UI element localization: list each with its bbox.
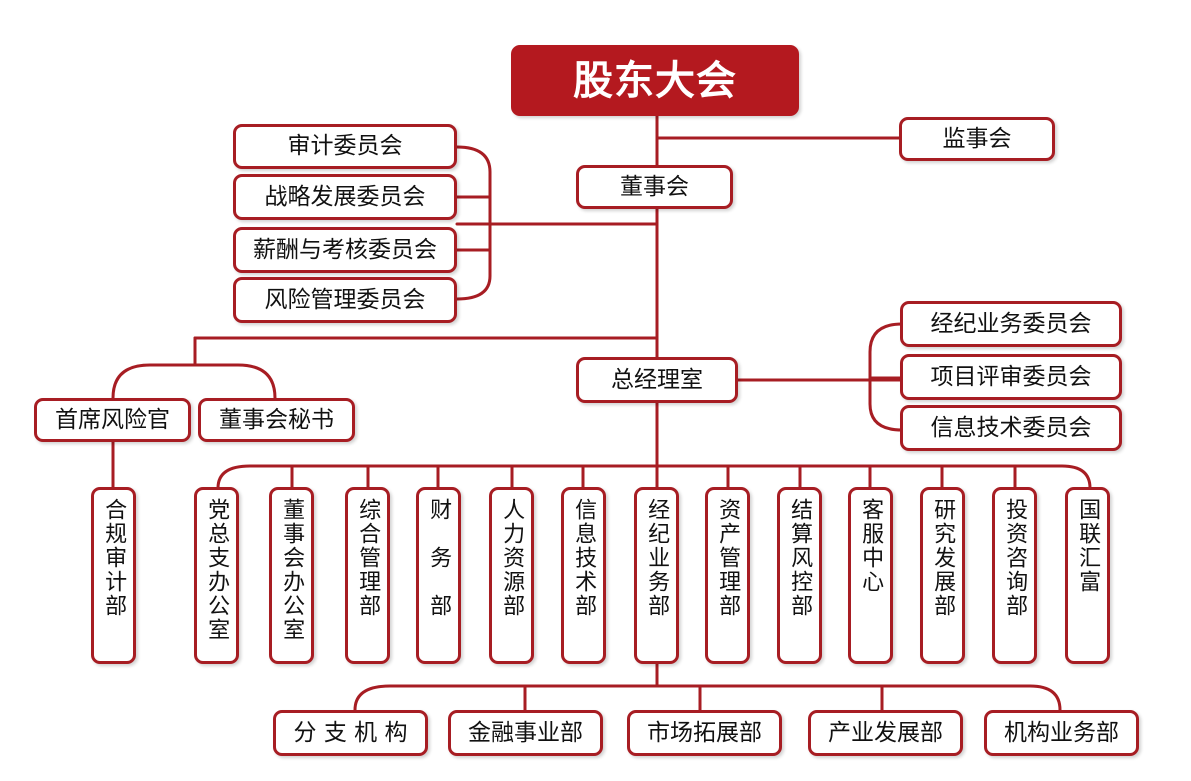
compliance-audit-dept-box: 合规审计部 [91,487,136,664]
it-dept-box: 信息技术部 [561,487,606,664]
dept-label: 综合管理部 [355,498,381,618]
dept-label: 国联汇富 [1075,498,1101,594]
dept-label: 信息技术部 [571,498,597,618]
finance-dept-box: 财 务 部 [416,487,461,664]
audit-committee-box: 审计委员会 [233,124,457,169]
market-expansion-dept-box: 市场拓展部 [627,710,782,756]
asset-management-dept-box: 资产管理部 [705,487,750,664]
branches-box: 分 支 机 构 [273,710,428,756]
it-committee-box: 信息技术委员会 [900,405,1122,451]
general-management-dept-box: 综合管理部 [345,487,390,664]
risk-committee-box: 风险管理委员会 [233,277,457,323]
shareholders-meeting-box: 股东大会 [511,45,799,116]
board-secretary-box: 董事会秘书 [198,398,355,442]
dept-label: 人力资源部 [499,498,525,618]
dept-label: 经纪业务部 [644,498,670,618]
dept-label: 研究发展部 [930,498,956,618]
dept-label: 合规审计部 [101,498,127,618]
project-review-committee-box: 项目评审委员会 [900,354,1122,400]
settlement-risk-dept-box: 结算风控部 [777,487,822,664]
supervisory-board-box: 监事会 [899,117,1055,161]
hr-dept-box: 人力资源部 [489,487,534,664]
chief-risk-officer-box: 首席风险官 [34,398,191,442]
research-dept-box: 研究发展部 [920,487,965,664]
customer-service-center-box: 客服中心 [848,487,893,664]
brokerage-committee-box: 经纪业务委员会 [900,301,1122,347]
dept-label: 资产管理部 [715,498,741,618]
compensation-committee-box: 薪酬与考核委员会 [233,227,457,273]
institutional-business-dept-box: 机构业务部 [984,710,1139,756]
dept-label: 党总支办公室 [204,498,230,642]
board-of-directors-box: 董事会 [576,165,733,209]
party-office-box: 党总支办公室 [194,487,239,664]
financial-business-dept-box: 金融事业部 [448,710,603,756]
dept-label: 投资咨询部 [1002,498,1028,618]
guolian-huifu-box: 国联汇富 [1065,487,1110,664]
dept-label: 财 务 部 [426,498,452,618]
dept-label: 结算风控部 [787,498,813,618]
investment-advisory-dept-box: 投资咨询部 [992,487,1037,664]
strategy-committee-box: 战略发展委员会 [233,174,457,220]
board-office-box: 董事会办公室 [269,487,314,664]
general-manager-office-box: 总经理室 [576,357,738,403]
dept-label: 董事会办公室 [279,498,305,642]
brokerage-dept-box: 经纪业务部 [634,487,679,664]
dept-label: 客服中心 [858,498,884,594]
industry-development-dept-box: 产业发展部 [808,710,963,756]
